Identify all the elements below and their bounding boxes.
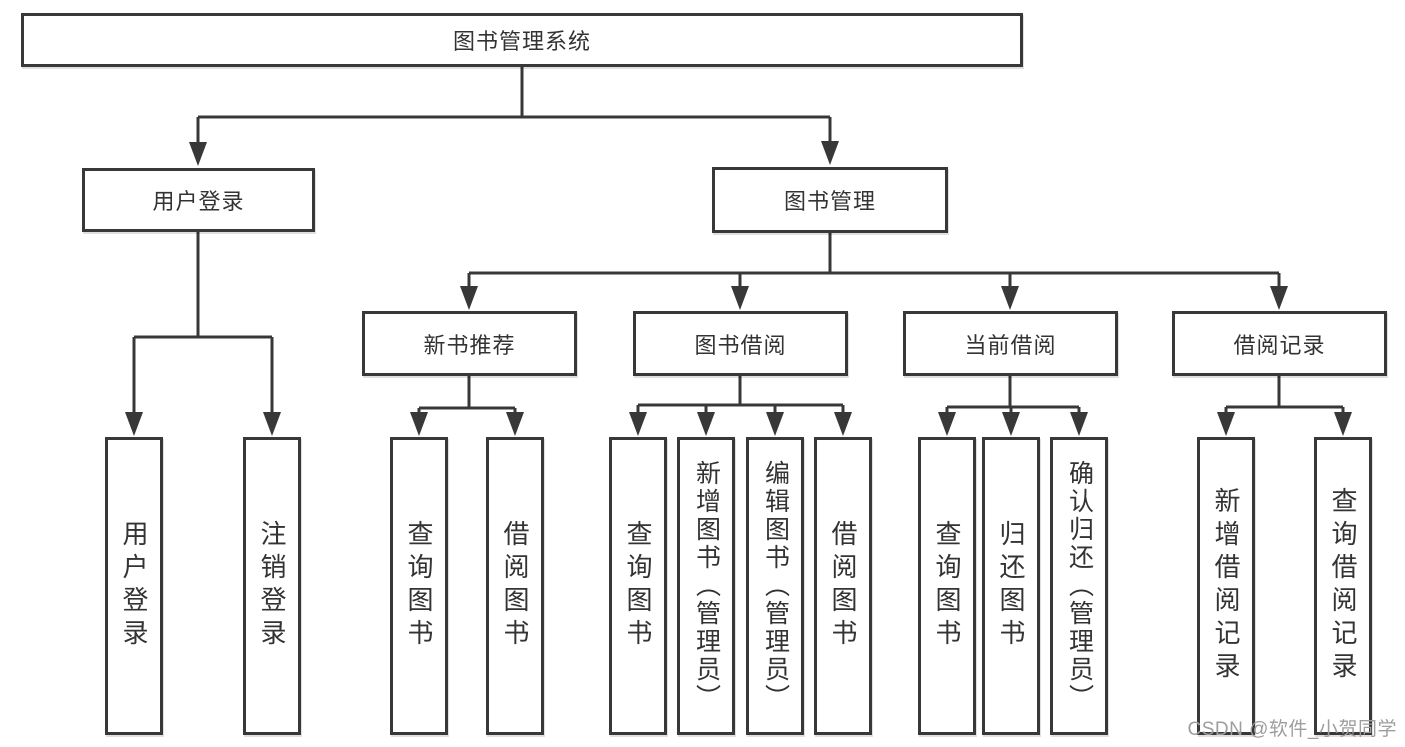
node-user-login: 用户登录 (82, 168, 315, 232)
leaf-add-borrow-record: 新增借阅记录 (1197, 437, 1255, 735)
node-current-borrowing: 当前借阅 (903, 311, 1118, 376)
node-book-borrowing: 图书借阅 (633, 311, 848, 376)
leaf-add-books-admin: 新增图书（管理员） (677, 437, 735, 735)
leaf-return-books: 归还图书 (982, 437, 1040, 735)
leaf-query-books-current: 查询图书 (918, 437, 976, 735)
node-new-book-recommend: 新书推荐 (362, 311, 577, 376)
leaf-query-borrow-record: 查询借阅记录 (1314, 437, 1372, 735)
leaf-user-login: 用户登录 (105, 437, 163, 735)
leaf-query-books-recommend: 查询图书 (390, 437, 448, 735)
leaf-borrow-books-recommend: 借阅图书 (486, 437, 544, 735)
node-library-management-system: 图书管理系统 (21, 13, 1023, 67)
leaf-edit-books-admin: 编辑图书（管理员） (746, 437, 804, 735)
leaf-logout: 注销登录 (243, 437, 301, 735)
node-borrowing-records: 借阅记录 (1172, 311, 1387, 376)
csdn-watermark: CSDN @软件_小贺同学 (1187, 719, 1397, 740)
leaf-borrow-books: 借阅图书 (814, 437, 872, 735)
leaf-confirm-return-admin: 确认归还（管理员） (1050, 437, 1108, 735)
leaf-query-books-borrowing: 查询图书 (609, 437, 667, 735)
node-book-management: 图书管理 (712, 167, 948, 233)
